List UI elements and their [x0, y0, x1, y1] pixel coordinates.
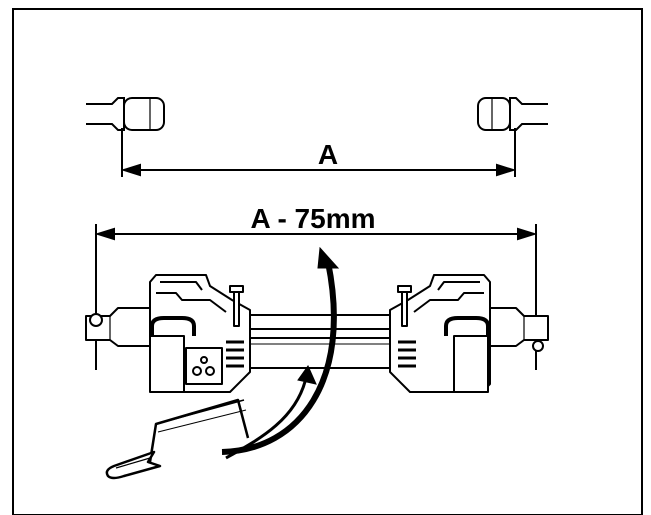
- outer-tube: [235, 314, 407, 330]
- inner-tube: [235, 337, 407, 369]
- left-shaft-stub: [86, 97, 165, 131]
- dimension-a: [120, 128, 517, 177]
- hacksaw-icon: [105, 398, 250, 480]
- dimension-reduced-label: A - 75mm: [250, 203, 375, 234]
- figure-border: [12, 8, 643, 515]
- pto-shaft-assembly: [85, 274, 549, 393]
- right-shaft-stub: [477, 97, 548, 131]
- return-curved-arrow: [225, 364, 317, 460]
- dimension-a-label: A: [318, 139, 338, 170]
- upward-curved-arrow: [221, 246, 340, 455]
